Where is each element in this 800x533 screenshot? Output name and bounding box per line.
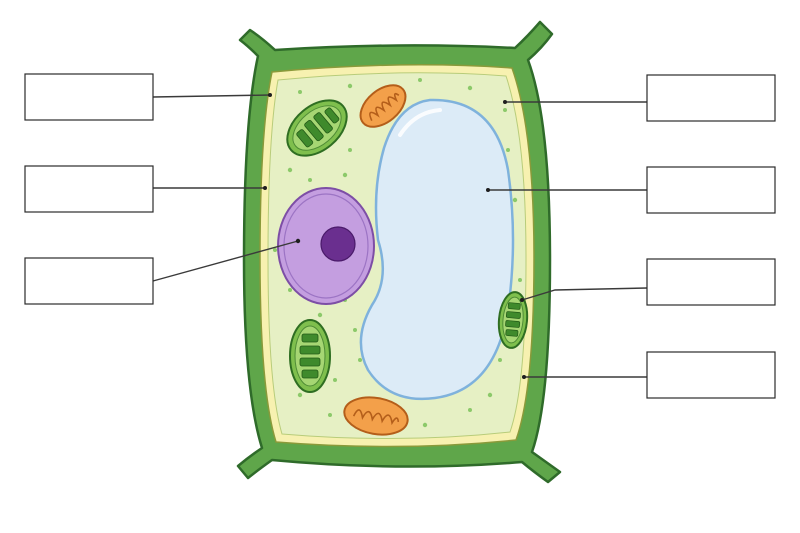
- chloroplast: [289, 319, 331, 393]
- leader-dot: [295, 238, 301, 244]
- label-box-right-3[interactable]: [646, 258, 776, 306]
- label-box-left-2[interactable]: [24, 165, 154, 213]
- label-box-left-1[interactable]: [24, 73, 154, 121]
- leader-dot: [503, 100, 507, 104]
- leader-lines: [152, 93, 648, 379]
- label-box-right-4[interactable]: [646, 351, 776, 399]
- nucleus: [277, 187, 375, 305]
- label-boxes: [24, 73, 776, 399]
- chloroplast: [286, 99, 348, 157]
- leader-line-nucleus: [152, 240, 299, 282]
- mitochondrion: [359, 84, 407, 128]
- leader-dot: [263, 186, 267, 190]
- vacuole-highlight: [398, 108, 442, 137]
- chloroplast: [497, 291, 529, 349]
- nucleolus: [320, 226, 356, 262]
- leader-line-cell-wall: [152, 94, 271, 98]
- leader-dot: [522, 375, 526, 379]
- leader-dot: [486, 188, 490, 192]
- leader-dot: [520, 298, 524, 302]
- mitochondrion: [343, 396, 409, 436]
- label-box-right-2[interactable]: [646, 166, 776, 214]
- label-box-right-1[interactable]: [646, 74, 776, 122]
- vacuole: [359, 98, 515, 401]
- leader-line-chloroplast: [521, 287, 648, 301]
- label-box-left-3[interactable]: [24, 257, 154, 305]
- leader-dot: [268, 93, 272, 97]
